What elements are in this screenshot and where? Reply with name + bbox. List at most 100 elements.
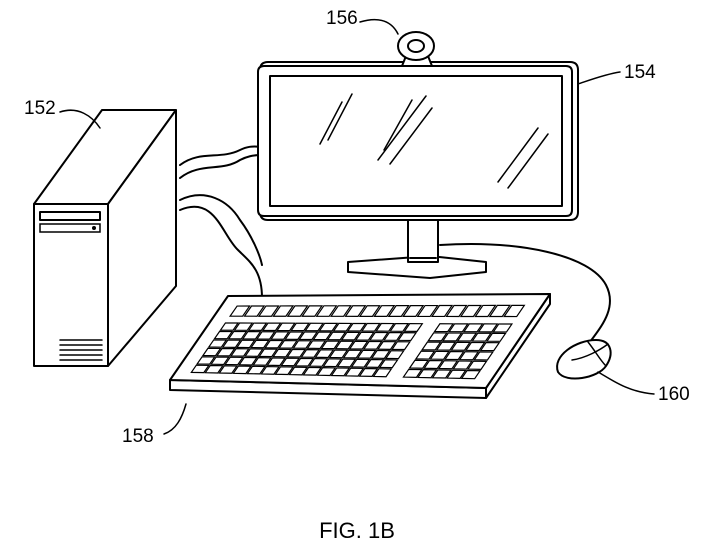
key [397,332,418,342]
key [375,322,396,332]
key [431,369,453,379]
key [326,331,347,341]
drive-bay-2 [39,223,101,233]
key [332,322,353,332]
key [452,360,473,370]
monitor [257,61,579,279]
key [448,323,469,333]
key [488,304,512,318]
key [408,359,430,369]
key [383,331,404,341]
key [213,330,234,340]
key [479,341,501,352]
key [444,350,465,361]
key [474,304,497,318]
key [260,365,281,375]
key [492,323,514,333]
key [435,341,457,351]
key [356,349,377,359]
key [368,331,389,341]
key [304,322,325,332]
key [301,305,324,317]
key [255,331,276,340]
key [372,368,393,378]
computer-tower [33,109,177,367]
key [252,357,273,366]
mouse-body [556,339,612,380]
key [315,305,338,317]
key [280,357,301,367]
key [278,339,299,349]
label-monitor: 154 [624,62,656,83]
key [230,348,250,357]
key [459,304,483,318]
key [362,340,383,350]
key [416,304,439,318]
key [221,339,242,348]
key [344,305,367,317]
key [340,331,361,341]
key [471,332,492,342]
key [204,364,224,374]
key [390,341,412,351]
key [358,305,381,317]
drive-bay [39,211,101,221]
key [272,305,295,317]
key [389,322,410,332]
key [264,339,284,349]
key [247,322,268,331]
webcam-lens [407,39,425,53]
key [290,322,311,332]
key [387,305,410,317]
key [358,367,379,378]
key [238,356,258,366]
key [373,305,396,317]
key [402,304,425,318]
key [336,358,357,368]
key [241,330,262,340]
key [272,348,293,358]
key [473,351,494,361]
key [243,305,266,317]
key [320,340,341,350]
tower-front [33,203,109,367]
key [430,304,454,318]
key [246,365,267,375]
key [464,341,486,352]
key [261,322,282,332]
key [284,331,305,340]
key [316,367,337,377]
key [427,332,448,342]
key [232,365,253,375]
key [450,341,471,351]
key [503,304,526,318]
key [233,322,254,331]
key [308,357,329,367]
key [210,356,230,366]
key [312,331,333,341]
key [403,323,424,332]
monitor-stand [407,213,439,263]
label-mouse: 160 [658,384,690,405]
key [360,322,381,332]
key [288,366,309,376]
key [196,356,216,365]
leader-lines [59,18,655,435]
key [354,331,375,341]
key [485,332,507,342]
key [201,347,222,357]
key [274,366,295,376]
key [286,348,307,358]
label-keyboard: 158 [122,426,154,447]
key [384,350,405,360]
key [306,340,327,350]
key [244,348,264,357]
key [318,322,339,332]
key [446,369,467,379]
key [224,356,244,366]
key [219,322,240,331]
key [215,347,236,357]
key [329,305,352,317]
key [334,340,355,350]
